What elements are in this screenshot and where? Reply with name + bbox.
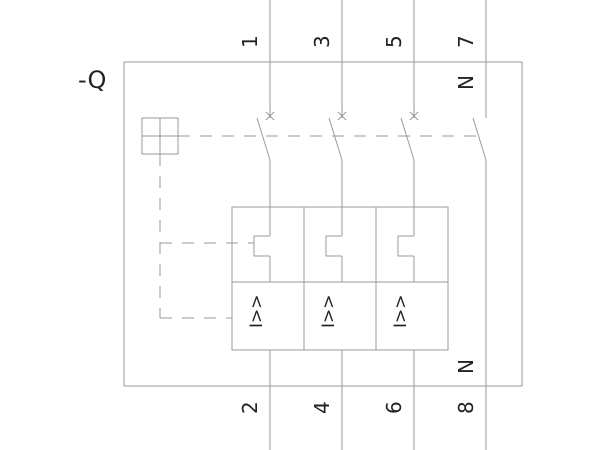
switch-contact bbox=[400, 117, 415, 161]
terminal-label-7: 7 bbox=[454, 35, 478, 48]
terminal-label-4: 4 bbox=[310, 401, 334, 414]
trip-label-3: I>> bbox=[391, 294, 411, 328]
manual-operator-icon bbox=[141, 117, 179, 155]
device-enclosure bbox=[123, 61, 523, 387]
terminal-label-1: 1 bbox=[238, 35, 262, 48]
terminal-label-6: 6 bbox=[382, 401, 406, 414]
switch-contact bbox=[256, 117, 271, 161]
thermal-release-2 bbox=[325, 235, 342, 257]
release-block bbox=[231, 206, 449, 351]
neutral-label-top: N bbox=[454, 75, 478, 90]
neutral-label-bottom: N bbox=[454, 359, 478, 374]
pole-3 bbox=[400, 0, 419, 450]
trip-label-2: I>> bbox=[319, 294, 339, 328]
thermal-release-1 bbox=[253, 235, 270, 257]
terminal-label-3: 3 bbox=[310, 35, 334, 48]
device-tag: -Q bbox=[78, 66, 106, 94]
switch-contact bbox=[328, 117, 343, 161]
terminal-label-2: 2 bbox=[238, 401, 262, 414]
neutral-pole bbox=[472, 0, 487, 450]
terminal-label-8: 8 bbox=[454, 401, 478, 414]
switch-contact bbox=[472, 117, 487, 161]
trip-label-1: I>> bbox=[247, 294, 267, 328]
pole-1 bbox=[256, 0, 275, 450]
mechanical-linkage bbox=[159, 135, 482, 319]
terminal-label-5: 5 bbox=[382, 35, 406, 48]
pole-2 bbox=[328, 0, 347, 450]
thermal-release-3 bbox=[397, 235, 414, 257]
